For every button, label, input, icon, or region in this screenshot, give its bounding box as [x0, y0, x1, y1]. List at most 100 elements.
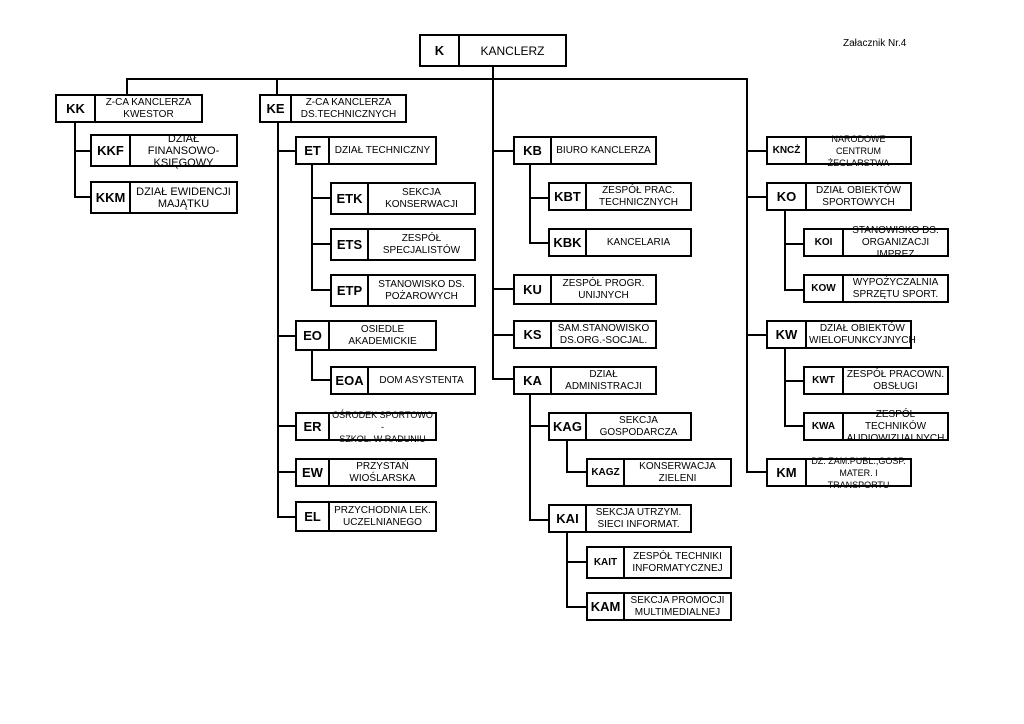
unit-name: ZESPÓŁ PRACOWN. OBSŁUGI: [846, 368, 945, 392]
connector-line: [492, 67, 494, 379]
unit-code: KBT: [550, 184, 587, 209]
unit-code: KS: [515, 322, 552, 347]
unit-code: KE: [261, 96, 292, 121]
org-unit-etp: ETP STANOWISKO DS. POŻAROWYCH: [330, 274, 476, 307]
unit-name: DZIAŁ OBIEKTÓW SPORTOWYCH: [815, 184, 901, 208]
connector-line: [746, 150, 766, 152]
connector-line: [276, 78, 278, 94]
connector-line: [566, 561, 586, 563]
unit-name: SAM.STANOWISKO DS.ORG.-SOCJAL.: [557, 322, 650, 346]
org-unit-root: K KANCLERZ: [419, 34, 567, 67]
unit-code: KKM: [92, 183, 131, 212]
unit-code: ETP: [332, 276, 369, 305]
connector-line: [566, 533, 568, 607]
connector-line: [277, 516, 295, 518]
unit-name: ZESPÓŁ PRAC. TECHNICZNYCH: [599, 184, 678, 208]
unit-name: OŚRODEK SPORTOWO - SZKOL. W RADUNIU: [332, 409, 433, 444]
connector-line: [529, 165, 531, 244]
connector-line: [277, 150, 295, 152]
unit-code: KAGZ: [588, 460, 625, 485]
unit-name: OSIEDLE AKADEMICKIE: [348, 323, 417, 347]
unit-name: NARODOWE CENTRUM ŻEGLARSTWA: [827, 133, 890, 168]
connector-line: [74, 196, 90, 198]
unit-code: EO: [297, 322, 330, 349]
unit-code: KW: [768, 322, 807, 347]
org-unit-ko: KO DZIAŁ OBIEKTÓW SPORTOWYCH: [766, 182, 912, 211]
unit-code: KNCŻ: [768, 138, 807, 163]
unit-code: KAG: [550, 414, 587, 439]
unit-name: ZESPÓŁ PROGR. UNIJNYCH: [562, 277, 645, 301]
unit-code: KO: [768, 184, 807, 209]
connector-line: [566, 606, 586, 608]
connector-line: [784, 349, 786, 427]
unit-code: KK: [57, 96, 96, 121]
connector-line: [784, 425, 803, 427]
unit-name: ZESPÓŁ TECHNIKÓW AUDIOWIZUALNYCH: [846, 408, 945, 444]
unit-name: KANCELARIA: [606, 236, 671, 248]
connector-line: [492, 150, 513, 152]
connector-line: [311, 197, 330, 199]
unit-name: SEKCJA PROMOCJI MULTIMEDIALNEJ: [630, 594, 725, 618]
unit-name: DOM ASYSTENTA: [379, 374, 464, 386]
connector-line: [126, 78, 748, 80]
connector-line: [746, 78, 748, 473]
unit-code: K: [421, 36, 460, 65]
unit-code: ETK: [332, 184, 369, 213]
connector-line: [126, 78, 128, 94]
connector-line: [784, 289, 803, 291]
connector-line: [277, 335, 295, 337]
connector-line: [277, 123, 279, 518]
attachment-note: Załacznik Nr.4: [843, 38, 907, 49]
connector-line: [746, 196, 766, 198]
connector-line: [529, 395, 531, 521]
unit-name: DZIAŁ TECHNICZNY: [334, 144, 431, 156]
org-unit-kait: KAIT ZESPÓŁ TECHNIKI INFORMATYCZNEJ: [586, 546, 732, 579]
connector-line: [311, 351, 313, 381]
unit-name: DZIAŁ OBIEKTÓW WIELOFUNKCYJNYCH: [809, 322, 916, 346]
unit-name: Z-CA KANCLERZA KWESTOR: [105, 96, 192, 120]
unit-code: EOA: [332, 368, 369, 393]
unit-code: KU: [515, 276, 552, 303]
unit-name: ZESPÓŁ TECHNIKI INFORMATYCZNEJ: [632, 550, 723, 574]
unit-name: STANOWISKO DS. ORGANIZACJI IMPREZ: [852, 224, 939, 260]
unit-code: ET: [297, 138, 330, 163]
org-unit-kbt: KBT ZESPÓŁ PRAC. TECHNICZNYCH: [548, 182, 692, 211]
unit-code: EL: [297, 503, 330, 530]
unit-name: DZIAŁ EWIDENCJI MAJĄTKU: [136, 185, 231, 210]
connector-line: [784, 380, 803, 382]
org-unit-kbk: KBK KANCELARIA: [548, 228, 692, 257]
connector-line: [566, 441, 568, 473]
unit-code: EW: [297, 460, 330, 485]
connector-line: [529, 197, 548, 199]
connector-line: [311, 243, 330, 245]
unit-code: KAM: [588, 594, 625, 619]
connector-line: [529, 425, 548, 427]
org-unit-kk: KK Z-CA KANCLERZA KWESTOR: [55, 94, 203, 123]
unit-code: KWT: [805, 368, 844, 393]
connector-line: [529, 242, 548, 244]
unit-name: KANCLERZ: [480, 43, 545, 58]
connector-line: [492, 288, 513, 290]
connector-line: [566, 471, 586, 473]
unit-code: KBK: [550, 230, 587, 255]
unit-name: STANOWISKO DS. POŻAROWYCH: [378, 278, 465, 302]
unit-name: DZIAŁ FINANSOWO- KSIĘGOWY: [147, 132, 220, 169]
unit-code: KAIT: [588, 548, 625, 577]
connector-line: [311, 165, 313, 291]
